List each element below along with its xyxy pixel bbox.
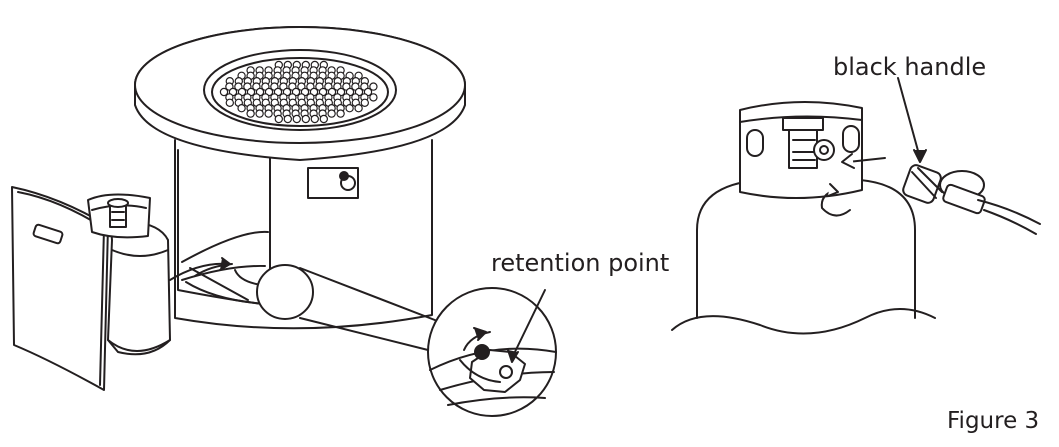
handle-leader bbox=[897, 77, 921, 159]
fire-rock bbox=[292, 114, 301, 124]
fire-rock bbox=[246, 109, 255, 118]
rotate-arrow bbox=[820, 189, 851, 217]
fire-rock bbox=[301, 114, 310, 124]
regulator bbox=[902, 164, 1041, 235]
zoom-detail bbox=[427, 287, 557, 417]
fire-rock bbox=[283, 114, 292, 124]
propane-tank-small bbox=[87, 193, 171, 356]
propane-tank-large bbox=[671, 77, 1041, 335]
fire-rock bbox=[310, 114, 319, 124]
fire-rocks bbox=[219, 60, 378, 124]
callout-line-lower bbox=[299, 317, 437, 353]
tank-valve bbox=[788, 127, 818, 169]
fire-rock bbox=[369, 93, 378, 102]
connect-arrow bbox=[847, 157, 886, 163]
retention-point-label: retention point bbox=[491, 249, 670, 277]
fire-rock bbox=[255, 109, 264, 118]
fire-rock bbox=[336, 109, 345, 118]
fire-rock bbox=[264, 109, 273, 118]
fire-rock bbox=[360, 98, 369, 108]
retention-point-callout-source bbox=[256, 264, 314, 320]
fire-rock bbox=[327, 109, 336, 118]
fire-rock bbox=[219, 87, 229, 97]
tank-opening bbox=[177, 147, 271, 306]
fire-rock bbox=[369, 82, 378, 91]
fire-rock bbox=[354, 103, 363, 113]
figure-caption: Figure 3 bbox=[947, 408, 1040, 434]
retention-leader bbox=[511, 289, 546, 359]
fire-rock bbox=[237, 103, 246, 113]
tank-bottom-edge bbox=[671, 308, 936, 335]
fire-pit bbox=[134, 26, 466, 353]
black-handle-label: black handle bbox=[833, 53, 987, 81]
fire-rock bbox=[345, 103, 354, 113]
fire-rock bbox=[274, 114, 283, 124]
callout-line-upper bbox=[299, 267, 441, 323]
fire-rock bbox=[319, 114, 328, 124]
fire-rock bbox=[225, 98, 234, 108]
door-panel bbox=[11, 186, 109, 391]
